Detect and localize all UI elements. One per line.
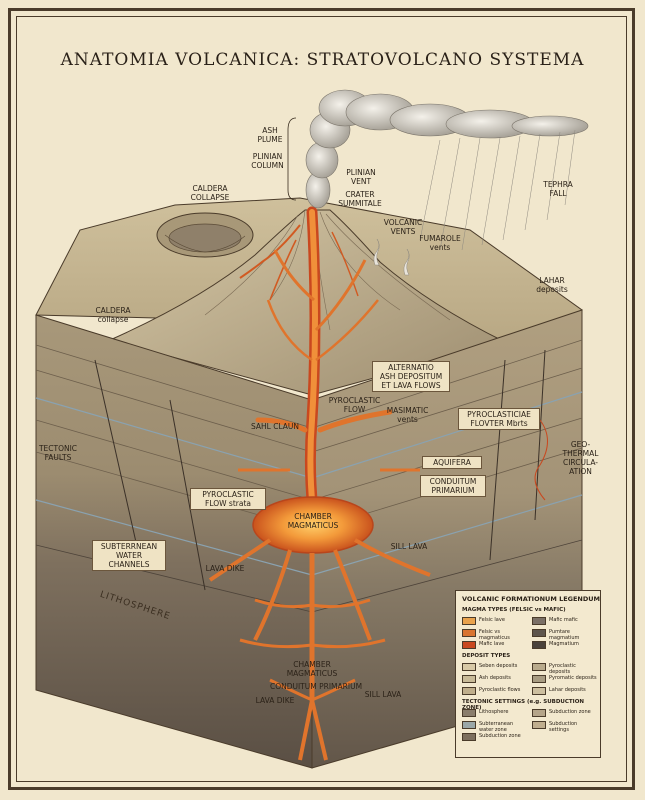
- legend-item: Subduction zone: [532, 709, 598, 717]
- legend-item-label: Pumtare magmatium: [549, 629, 580, 641]
- legend-item: Lahar deposits: [532, 687, 598, 695]
- legend-item-label: Subduction settings: [549, 721, 578, 733]
- legend-item: Pumtare magmatium: [532, 629, 598, 641]
- label-geothermal-circulation: GEO- THERMAL CIRCULA- ATION: [562, 440, 599, 476]
- legend-item: Subduction settings: [532, 721, 598, 733]
- label-aquifera: AQUIFERA: [422, 456, 482, 469]
- legend-swatch: [462, 733, 476, 741]
- label-fumarole-vents: FUMAROLE vents: [419, 234, 461, 252]
- left-front-face: [35, 314, 313, 769]
- label-caldera-collapse-top: CALDERA COLLAPSE: [190, 184, 230, 202]
- legend-item: Pyromatic deposits: [532, 675, 598, 683]
- legend-item-label: Pyromatic deposits: [549, 675, 597, 681]
- label-tectonic-faults: TECTONIC FAULTS: [38, 444, 78, 462]
- label-conduitum-primarium-lower: CONDUITUM PRIMARIUM: [269, 682, 363, 691]
- legend-swatch: [462, 709, 476, 717]
- legend-swatch: [532, 617, 546, 625]
- label-sill-lava-upper: SILL LAVA: [390, 542, 428, 551]
- legend-swatch: [532, 675, 546, 683]
- label-lava-dike-lower: LAVA DIKE: [255, 696, 295, 705]
- label-chamber-magmaticus-upper: CHAMBER MAGMATICUS: [287, 512, 339, 530]
- legend-item-label: Felsic lave: [479, 617, 505, 623]
- legend-item-label: Ash deposits: [479, 675, 511, 681]
- legend-item: Mafic mafic: [532, 617, 598, 625]
- fumarole-plumes: [373, 238, 410, 276]
- legend-item: Subduction zone: [462, 733, 528, 741]
- legend-item-label: Subduction zone: [479, 733, 521, 739]
- legend-swatch: [532, 721, 546, 729]
- legend-swatch: [462, 629, 476, 637]
- label-pyroclasticiae: PYROCLASTICIAE FLOVTER Mbrts: [458, 408, 540, 430]
- legend-item-label: Lahar deposits: [549, 687, 586, 693]
- legend-swatch: [532, 629, 546, 637]
- volcano-cone: [108, 209, 507, 396]
- legend-item-label: Pyroclastic flows: [479, 687, 521, 693]
- legend-swatch: [532, 663, 546, 671]
- legend-item: Felsic lave: [462, 617, 528, 625]
- magma-system: [208, 206, 431, 761]
- legend-tectonic-title: TECTONIC SETTINGS (e.g. SUBDUCTION ZONE): [462, 699, 584, 711]
- legend-deposit-title: DEPOSIT TYPES: [462, 653, 511, 659]
- legend-swatch: [532, 709, 546, 717]
- legend-swatch: [462, 663, 476, 671]
- poster-title: ANATOMIA VOLCANICA: STRATOVOLCANO SYSTEM…: [60, 50, 585, 70]
- label-conduitum-primarium-upper: CONDUITUM PRIMARIUM: [420, 475, 486, 497]
- label-volcanic-vents: VOLCANIC VENTS: [383, 218, 423, 236]
- label-masimatic-vents: MASIMATIC vents: [386, 406, 429, 424]
- legend-item-label: Subterranean water zone: [479, 721, 514, 733]
- label-alternatio: ALTERNATIO ASH DEPOSITUM ET LAVA FLOWS: [372, 361, 450, 392]
- legend-item: Mafic lave: [462, 641, 528, 649]
- label-chamber-magmaticus-lower: CHAMBER MAGMATICUS: [286, 660, 338, 678]
- legend-item: Lithosphere: [462, 709, 528, 717]
- legend-item: Felsic vs magmaticus: [462, 629, 528, 641]
- legend-item: Seben deposits: [462, 663, 528, 671]
- plume-bracket: [287, 117, 297, 201]
- label-pyroclastic-flow: PYROCLASTIC FLOW: [328, 396, 381, 414]
- legend-swatch: [532, 641, 546, 649]
- legend-swatch: [462, 617, 476, 625]
- caldera: [156, 212, 254, 258]
- legend-swatch: [462, 641, 476, 649]
- legend-item-label: Mafic lave: [479, 641, 505, 647]
- legend-title: VOLCANIC FORMATIONUM LEGENDUM: [462, 595, 601, 603]
- legend-item: Magmatium: [532, 641, 598, 649]
- legend-item: Pyroclastic deposits: [532, 663, 598, 675]
- label-tephra-fall: TEPHRA FALL: [543, 180, 573, 198]
- outer-frame: [8, 8, 635, 790]
- label-sill-lava-lower: SILL LAVA: [364, 690, 402, 699]
- legend-item-label: Subduction zone: [549, 709, 591, 715]
- legend-item: Pyroclastic flows: [462, 687, 528, 695]
- legend-item-label: Pyroclastic deposits: [549, 663, 576, 675]
- legend-magma-title: MAGMA TYPES (FELSIC vs MAFIC): [462, 607, 566, 613]
- legend-item: Subterranean water zone: [462, 721, 528, 733]
- label-lava-dike-upper: LAVA DIKE: [205, 564, 245, 573]
- label-lahar-deposits: LAHAR deposits: [536, 276, 568, 294]
- legend-swatch: [462, 721, 476, 729]
- legend: VOLCANIC FORMATIONUM LEGENDUM MAGMA TYPE…: [455, 590, 601, 758]
- inner-frame: [16, 16, 627, 782]
- label-pyroclastic-flow-strata: PYROCLASTIC FLOW strata: [190, 488, 266, 510]
- label-ash-plume: ASH PLUME: [257, 126, 283, 144]
- legend-swatch: [462, 675, 476, 683]
- label-plinian-vent: PLINIAN VENT: [346, 168, 376, 186]
- legend-item: Ash deposits: [462, 675, 528, 683]
- legend-item-label: Mafic mafic: [549, 617, 578, 623]
- label-caldera-collapse-low: CALDERA collapse: [95, 306, 131, 324]
- legend-item-label: Magmatium: [549, 641, 579, 647]
- legend-item-label: Seben deposits: [479, 663, 518, 669]
- tephra-fall-lines: [419, 129, 576, 251]
- legend-swatch: [532, 687, 546, 695]
- label-crater-summitale: CRATER SUMMITALE: [338, 190, 382, 208]
- label-subterranean-water-channels: SUBTERRNEAN WATER CHANNELS: [92, 540, 166, 571]
- legend-item-label: Felsic vs magmaticus: [479, 629, 510, 641]
- label-plinian-column: PLINIAN COLUMN: [251, 152, 284, 170]
- legend-item-label: Lithosphere: [479, 709, 509, 715]
- label-sahl-claun: SAHL CLAUN: [250, 422, 300, 431]
- ash-plume: [305, 89, 589, 209]
- legend-swatch: [462, 687, 476, 695]
